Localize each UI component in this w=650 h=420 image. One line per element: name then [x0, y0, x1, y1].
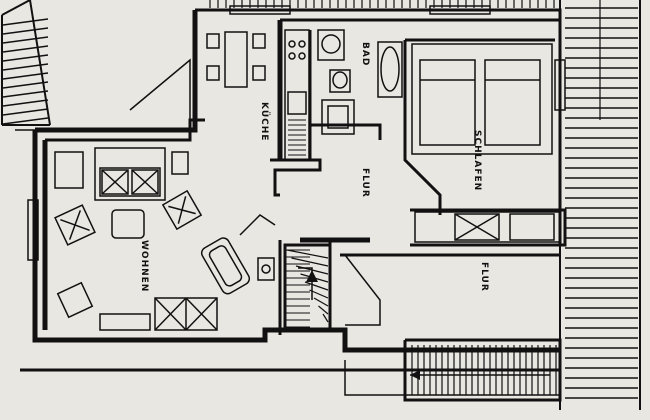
hatch-line — [2, 54, 49, 62]
hatch-line — [304, 281, 329, 291]
room-label-schlafen: SCHLAFEN — [472, 130, 482, 191]
hatch-line — [2, 117, 49, 125]
hatch-line — [2, 45, 49, 53]
hatch-line — [2, 99, 49, 107]
kitchen-fixtures — [206, 29, 310, 161]
hatch-line — [2, 81, 49, 89]
bathroom-fixtures — [317, 29, 403, 135]
hatch-line — [1, 0, 31, 16]
hatch-line — [313, 297, 329, 307]
lower-staircase — [410, 345, 557, 395]
living-room-furniture — [54, 147, 251, 331]
hatch-line — [2, 63, 49, 71]
hatch-line — [2, 27, 49, 35]
windows — [27, 5, 566, 261]
walls — [15, 8, 567, 402]
bedroom-furniture — [411, 43, 561, 243]
hatch-line — [2, 108, 49, 116]
room-label-wohnen: WOHNEN — [139, 240, 149, 292]
hatch-line — [2, 18, 49, 26]
hatch-line — [2, 90, 49, 98]
roof-hatch-right — [559, 0, 641, 410]
hatch-line — [291, 257, 329, 267]
room-label-flur-center: FLUR — [360, 168, 370, 198]
room-label-kueche: KÜCHE — [259, 102, 270, 141]
staircase — [257, 243, 332, 332]
hatch-line — [322, 313, 329, 323]
roof-hatch-left — [1, 0, 51, 126]
room-label-bad: BAD — [360, 42, 370, 66]
room-label-flur-right: FLUR — [479, 262, 489, 292]
hatch-line — [2, 36, 49, 44]
hatch-line — [2, 72, 49, 80]
hatch-line — [318, 305, 329, 315]
hatch-line — [286, 249, 329, 259]
